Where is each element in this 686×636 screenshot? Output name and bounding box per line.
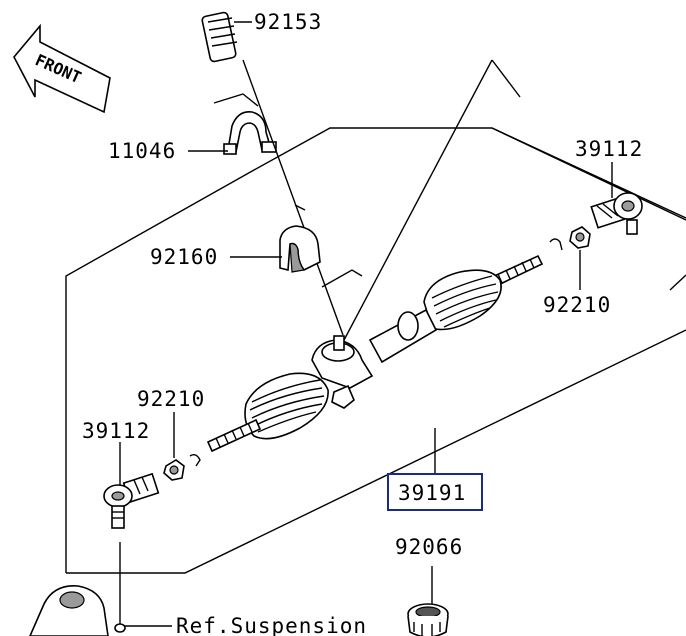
part-92153-bushing xyxy=(201,11,238,63)
callout-39191-box[interactable] xyxy=(387,473,483,511)
callout-92153: 92153 xyxy=(254,10,322,34)
callout-92210-left: 92210 xyxy=(137,387,205,411)
callout-92210-right: 92210 xyxy=(543,293,611,317)
front-arrow-icon: FRONT xyxy=(13,23,111,114)
part-92160-rubber-mount xyxy=(279,225,321,273)
part-92066-grommet xyxy=(407,603,449,636)
part-92210-right-nut xyxy=(549,226,591,251)
assembly-frame-bottom xyxy=(66,329,686,574)
callout-39112-right: 39112 xyxy=(575,137,643,161)
ref-suspension-label: Ref.Suspension xyxy=(176,614,367,636)
callout-11046: 11046 xyxy=(108,139,176,163)
callout-39191: 39191 xyxy=(398,481,466,505)
part-92210-left-nut xyxy=(163,453,201,481)
assembly-frame-top-right xyxy=(491,127,686,219)
part-39112-right-tie-rod-end xyxy=(590,192,643,235)
callout-92066: 92066 xyxy=(395,535,463,559)
part-39112-left-tie-rod-end xyxy=(103,472,160,529)
suspension-knuckle-fragment xyxy=(29,585,126,636)
callout-92160: 92160 xyxy=(150,245,218,269)
part-39191-steering-rack xyxy=(206,254,544,453)
part-11046-clamp xyxy=(223,110,277,155)
callout-39112-left: 39112 xyxy=(82,419,150,443)
